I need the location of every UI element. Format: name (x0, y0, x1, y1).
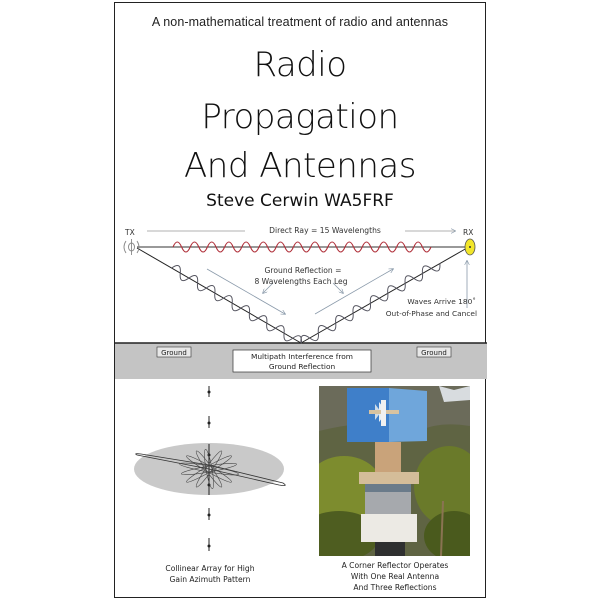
collinear-array-figure (134, 386, 286, 551)
ground-reflection-label-1: Ground Reflection = (265, 266, 342, 275)
ground-label-left: Ground (161, 349, 187, 357)
direct-ray-label: Direct Ray = 15 Wavelengths (269, 226, 381, 235)
rx-label: RX (463, 228, 473, 237)
book-cover: A non-mathematical treatment of radio an… (114, 2, 487, 598)
photo-caption-line-1: A Corner Reflector Operates (341, 561, 449, 570)
photo-caption: A Corner Reflector Operates With One Rea… (315, 560, 475, 593)
collinear-caption-line-1: Collinear Array for High (165, 564, 255, 573)
multipath-label-1: Multipath Interference from (251, 352, 353, 361)
title-line-1: Radio (253, 45, 347, 85)
multipath-box (232, 349, 372, 373)
cover-tagline: A non-mathematical treatment of radio an… (151, 15, 449, 29)
rx-antenna-icon (464, 238, 476, 256)
reflection-leg-left (136, 247, 302, 344)
ground-reflection-label-2: 8 Wavelengths Each Leg (254, 277, 347, 286)
title-line-2: Propagation (201, 97, 399, 137)
corner-reflector-photo (319, 386, 470, 556)
photo-caption-line-3: And Three Reflections (353, 583, 437, 592)
photo-caption-line-2: With One Real Antenna (350, 572, 440, 581)
reflection-leg-right (300, 247, 468, 344)
cancel-label-1: Waves Arrive 180˚ (407, 297, 476, 306)
reflected-wave-left (171, 264, 303, 344)
ground-label-right: Ground (421, 349, 447, 357)
author-name: Steve Cerwin WA5FRF (206, 191, 394, 211)
propagation-diagram: TX RX Direct Ray = 15 Wavelengths Ground… (115, 226, 487, 551)
collinear-caption-line-2: Gain Azimuth Pattern (169, 575, 251, 584)
tx-label: TX (124, 228, 135, 237)
direct-wave (172, 241, 432, 253)
multipath-label-2: Ground Reflection (269, 362, 336, 371)
collinear-caption: Collinear Array for High Gain Azimuth Pa… (135, 563, 285, 585)
title-line-3: And Antennas (184, 146, 416, 186)
cancel-label-2: Out-of-Phase and Cancel (386, 309, 477, 318)
reflected-wave-right (300, 263, 441, 344)
tx-antenna-icon (123, 239, 140, 255)
